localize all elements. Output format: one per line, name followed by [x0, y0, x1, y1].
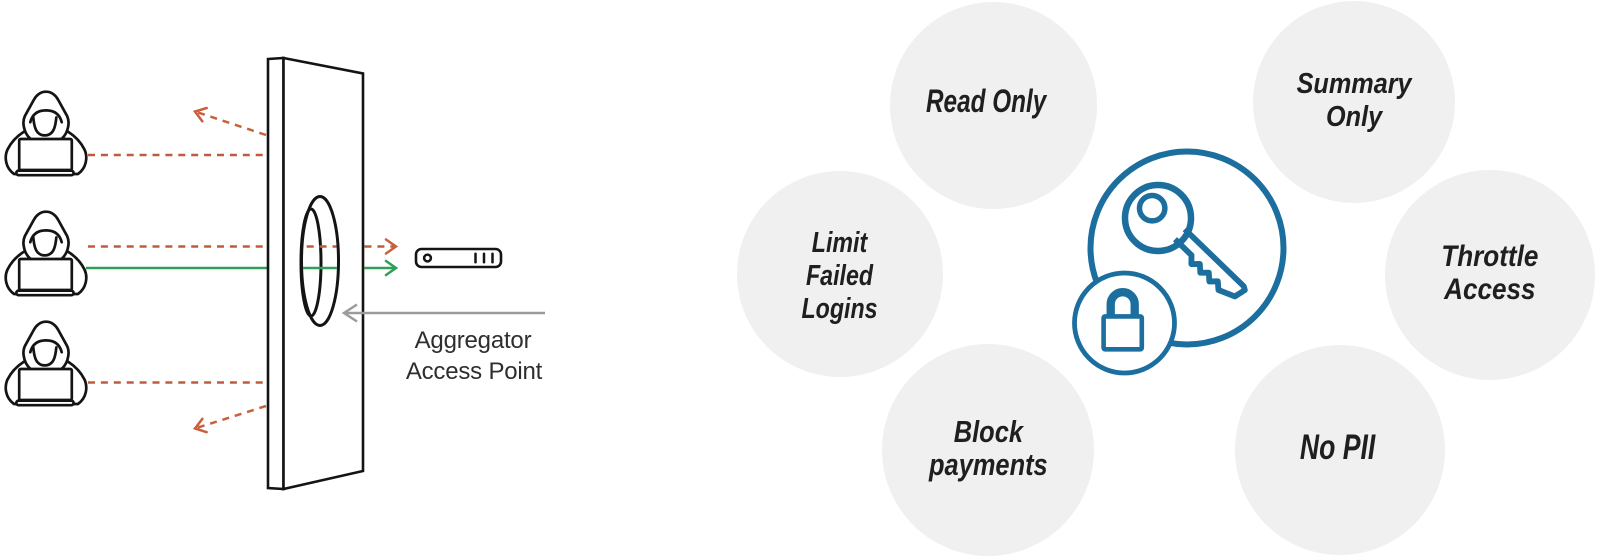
svg-text:Aggregator: Aggregator [415, 327, 532, 354]
svg-text:Access Point: Access Point [406, 358, 543, 385]
